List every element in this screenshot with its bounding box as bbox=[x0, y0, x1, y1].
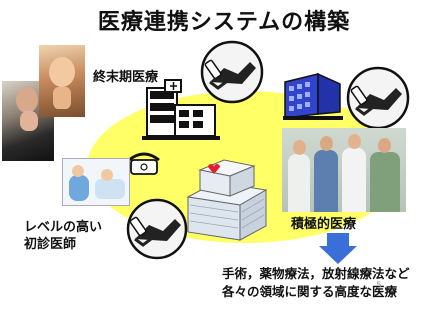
terminal-care-label: 終末期医療 bbox=[93, 70, 159, 85]
central-hospital-icon bbox=[186, 159, 268, 241]
phone-icon bbox=[128, 152, 160, 175]
hospital-building-icon bbox=[283, 72, 343, 120]
clinic-icon bbox=[142, 79, 220, 140]
active-care-label: 積極的医療 bbox=[291, 217, 357, 232]
page-number: 5 bbox=[376, 281, 382, 291]
advanced-care-label: 手術，薬物療法，放射線療法など 各々の領域に関する高度な医療 bbox=[222, 266, 410, 299]
primary-doctor-label: レベルの高い 初診医師 bbox=[24, 220, 103, 252]
handshake-icon bbox=[126, 198, 188, 260]
medical-team-photo bbox=[282, 128, 406, 212]
clinic-illustration bbox=[62, 158, 130, 206]
handshake-icon bbox=[200, 40, 264, 104]
arrow-down-icon bbox=[319, 233, 357, 264]
slide-title: 医療連携システムの構築 bbox=[97, 10, 351, 35]
handshake-icon bbox=[346, 66, 410, 130]
praying-woman-photo bbox=[39, 45, 85, 117]
